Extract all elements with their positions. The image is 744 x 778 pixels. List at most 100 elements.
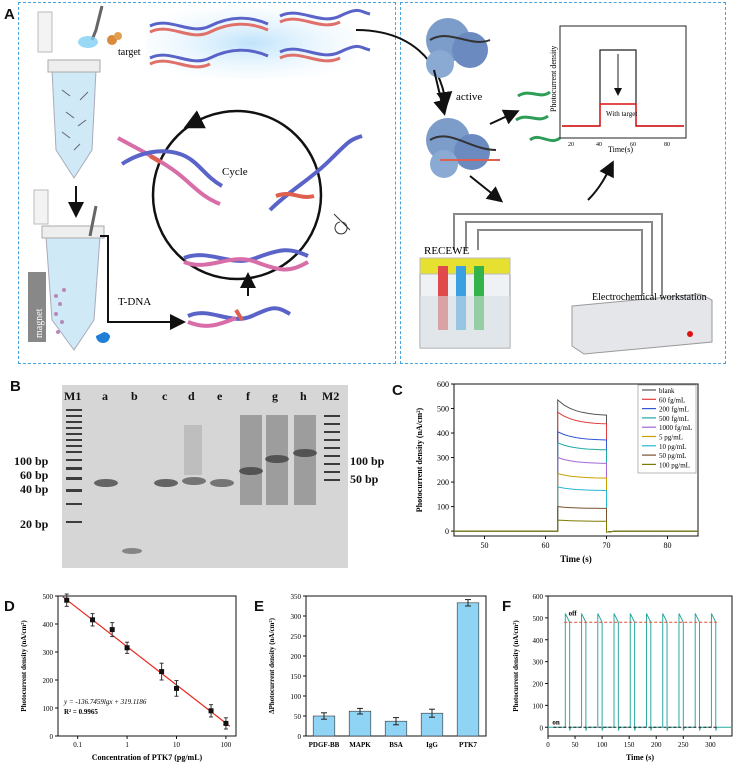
x-tick-label: 70 <box>603 541 611 550</box>
data-point <box>223 720 229 726</box>
data-point <box>208 708 214 714</box>
category-label: PDGF-BB <box>309 741 340 749</box>
legend-label: 10 pg/mL <box>659 443 686 451</box>
label-workstation: Electrochemical workstation <box>592 292 707 303</box>
on-label: on <box>552 718 560 726</box>
category-label: BSA <box>389 741 403 749</box>
panel-letter-b: B <box>10 378 21 395</box>
series-line <box>454 486 698 533</box>
inset-photocurrent-chart <box>559 25 687 139</box>
marker-left-100bp: 100 bp <box>14 454 49 468</box>
legend-label: 500 fg/mL <box>659 415 689 423</box>
y-tick-label: 200 <box>291 653 302 661</box>
x-tick-label: 150 <box>624 741 635 749</box>
y-tick-label: 500 <box>533 615 544 623</box>
y-tick-label: 100 <box>43 705 54 713</box>
protein-top <box>426 18 491 78</box>
legend-label: 50 pg/mL <box>659 452 686 460</box>
y-tick-label: 200 <box>437 478 449 487</box>
marker-left-60bp: 60 bp <box>20 468 49 482</box>
bar <box>348 710 372 737</box>
legend-label: 200 fg/mL <box>659 406 689 414</box>
workstation-box <box>571 293 713 355</box>
lane-label-m1: M1 <box>64 389 82 403</box>
y-tick-label: 150 <box>291 673 302 681</box>
legend-label: 1000 fg/mL <box>659 424 692 432</box>
y-tick-label: 500 <box>43 593 54 601</box>
legend-box <box>637 384 697 474</box>
lane-label-d: d <box>188 389 195 403</box>
y-tick-label: 300 <box>43 649 54 657</box>
electrode-wires <box>453 213 663 296</box>
fit-line <box>62 596 231 727</box>
x-axis-label: Time (s) <box>626 753 654 762</box>
y-tick-label: 200 <box>43 677 54 685</box>
label-magnet: magnet <box>34 308 45 338</box>
data-point <box>109 627 115 633</box>
dna-tdna <box>187 306 291 328</box>
y-axis-label: ΔPhotocurrent density (nA/cm²) <box>268 617 276 713</box>
lane-label-h: h <box>300 389 307 403</box>
x-tick-label: 100 <box>221 741 232 749</box>
lane-label-b: b <box>131 389 138 403</box>
y-tick-label: 200 <box>533 681 544 689</box>
series-line <box>454 506 698 533</box>
scissors-icon <box>334 221 348 235</box>
tube-bottom <box>28 189 105 351</box>
cycle-circle <box>151 109 323 281</box>
data-point <box>159 669 165 675</box>
label-active: active <box>456 91 482 103</box>
y-tick-label: 400 <box>533 637 544 645</box>
legend-label: 5 pg/mL <box>659 434 683 442</box>
dna-duplex-left <box>117 136 224 206</box>
panel-letter-a: A <box>4 6 15 23</box>
legend-label: 60 fg/mL <box>659 396 685 404</box>
plot-frame <box>453 383 699 537</box>
data-point <box>173 685 179 691</box>
y-tick-label: 250 <box>291 633 302 641</box>
lane-label-g: g <box>272 389 278 403</box>
y-tick-label: 600 <box>533 593 544 601</box>
x-axis-label: Concentration of PTK7 (pg/mL) <box>92 753 203 762</box>
category-label: PTK7 <box>459 741 477 749</box>
y-axis-label: Photocurrent density (nA/cm²) <box>512 620 520 712</box>
y-tick-label: 50 <box>294 713 302 721</box>
y-tick-label: 350 <box>291 593 302 601</box>
y-tick-label: 100 <box>437 503 449 512</box>
y-tick-label: 0 <box>298 733 302 741</box>
fit-equation: y = -136.7459lgx + 319.1186 <box>63 698 147 706</box>
panel-a-right-box <box>400 2 726 364</box>
x-tick-label: 10 <box>173 741 181 749</box>
inset-note: With target <box>606 110 637 118</box>
y-tick-label: 100 <box>291 693 302 701</box>
y-tick-label: 0 <box>445 527 449 536</box>
y-tick-label: 0 <box>50 733 54 741</box>
y-tick-label: 400 <box>43 621 54 629</box>
data-point <box>90 617 96 623</box>
plot-frame <box>57 595 237 737</box>
gel-bands <box>66 409 340 554</box>
legend-label: 100 pg/mL <box>659 461 690 469</box>
x-tick-label: 60 <box>542 541 550 550</box>
panel-letter-f: F <box>502 598 512 615</box>
aptamer-shape <box>96 332 110 343</box>
y-tick-label: 100 <box>533 702 544 710</box>
pipette-icon <box>78 5 122 48</box>
x-tick-label: 0.1 <box>73 741 82 749</box>
data-point <box>64 597 70 603</box>
y-tick-label: 300 <box>291 613 302 621</box>
gel-image <box>62 385 348 568</box>
inset-tick-40: 40 <box>596 142 602 148</box>
x-tick-label: 250 <box>678 741 689 749</box>
y-tick-label: 300 <box>533 659 544 667</box>
x-tick-label: 1 <box>125 741 129 749</box>
electrochemical-cell <box>419 257 511 349</box>
y-tick-label: 300 <box>437 454 449 463</box>
x-tick-label: 300 <box>705 741 716 749</box>
off-label: off <box>569 610 578 618</box>
inset-xlabel: Time(s) <box>608 145 633 154</box>
panel-a-schematic: target magnet Cycle <box>28 5 713 355</box>
lane-label-c: c <box>162 389 168 403</box>
